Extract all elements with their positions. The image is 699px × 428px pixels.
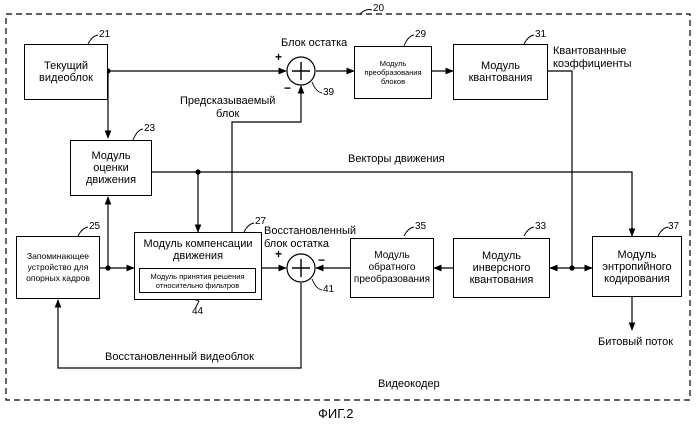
adder-top-plus-sign: + bbox=[275, 51, 282, 63]
ref-leader-21 bbox=[88, 35, 98, 44]
encoder-label: Видеокодер bbox=[378, 378, 440, 391]
wire-quant-to-entropy bbox=[548, 71, 592, 268]
current-block-box: Текущийвидеоблок bbox=[24, 44, 108, 100]
recon-residual-label: Восстановленный блок остатка bbox=[264, 225, 356, 251]
ref-leader-25 bbox=[78, 227, 88, 236]
quantization-box: Модульквантования bbox=[453, 44, 548, 100]
ref-leader-29 bbox=[404, 35, 414, 46]
current-block-ref: 21 bbox=[99, 29, 110, 41]
ref-leader-33 bbox=[524, 227, 534, 236]
inv-quant-ref: 33 bbox=[535, 221, 546, 233]
recon-block-label: Восстановленный видеоблок bbox=[105, 351, 254, 364]
ref-leader-35 bbox=[404, 227, 414, 236]
predicted-label: Предсказываемый блок bbox=[180, 95, 275, 121]
entropy-coding-box: Модульэнтропийногокодирования bbox=[592, 236, 682, 297]
motion-est-ref: 23 bbox=[144, 123, 155, 135]
adder-top-minus-sign: − bbox=[284, 82, 291, 94]
junction-dot bbox=[195, 169, 200, 174]
bitstream-label: Битовый поток bbox=[598, 336, 673, 349]
filter-decision-box: Модуль принятия решенияотносительно филь… bbox=[139, 268, 256, 293]
filter-decision-ref: 44 bbox=[192, 306, 203, 318]
ref-leader-37 bbox=[658, 227, 668, 236]
ref-leader-41 bbox=[312, 279, 322, 290]
entropy-ref: 37 bbox=[668, 221, 679, 233]
junction-dot bbox=[569, 265, 574, 270]
quant-ref: 31 bbox=[535, 29, 546, 41]
adder-top-ref: 39 bbox=[323, 87, 334, 99]
inverse-transform-box: Модульобратногопреобразования bbox=[350, 238, 434, 298]
adder-bottom-minus-sign: − bbox=[318, 254, 325, 266]
inverse-quant-box: Модульинверсногоквантования bbox=[453, 238, 550, 298]
junction-dot bbox=[105, 265, 110, 270]
ref-leader-27 bbox=[244, 223, 254, 232]
inv-transform-ref: 35 bbox=[415, 221, 426, 233]
residual-label: Блок остатка bbox=[281, 37, 347, 50]
encoder-ref-leader bbox=[360, 10, 372, 15]
figure-caption: ФИГ.2 bbox=[318, 407, 354, 420]
wire-motion-vectors bbox=[152, 172, 632, 236]
adder-bottom-ref: 41 bbox=[323, 284, 334, 296]
encoder-ref: 20 bbox=[373, 3, 384, 15]
reference-store-box: Запоминающееустройство дляопорных кадров bbox=[16, 236, 100, 299]
ref-leader-39 bbox=[312, 82, 322, 93]
quantized-label: Квантованные коэффициенты bbox=[553, 45, 632, 71]
ref-store-ref: 25 bbox=[89, 221, 100, 233]
ref-leader-31 bbox=[524, 35, 534, 44]
ref-leader-23 bbox=[133, 129, 143, 140]
motion-vectors-label: Векторы движения bbox=[348, 153, 445, 166]
transform-ref: 29 bbox=[415, 29, 426, 41]
motion-estimation-box: Модульоценкидвижения bbox=[70, 140, 152, 196]
transform-box: Модульпреобразованияблоков bbox=[354, 46, 432, 99]
